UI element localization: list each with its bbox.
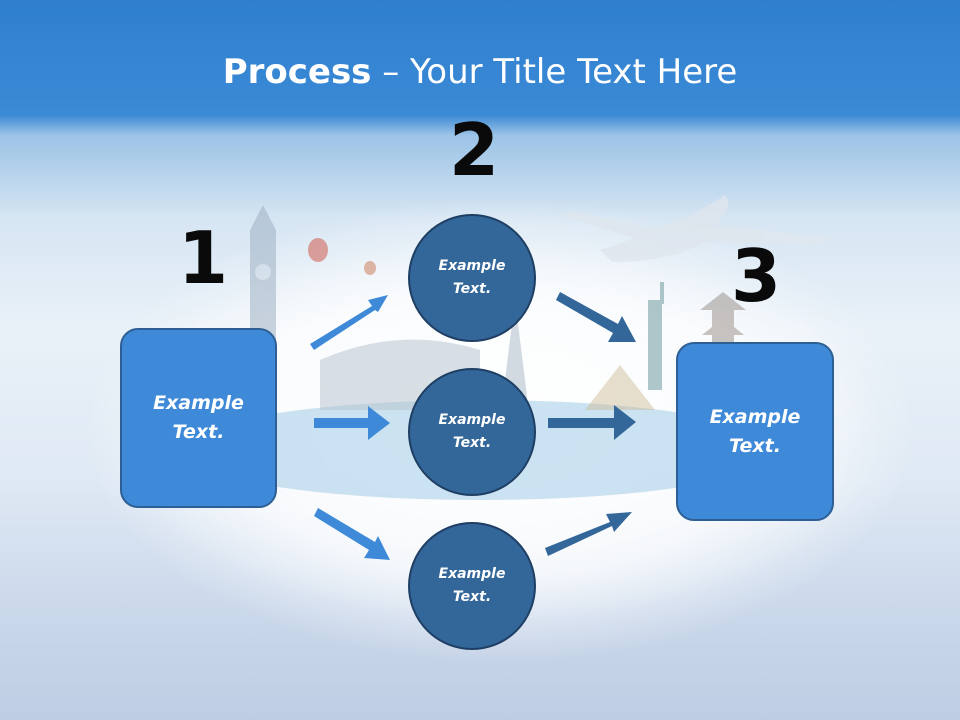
circle-top-label: Example Text.	[438, 258, 506, 297]
title-rest: – Your Title Text Here	[371, 52, 738, 92]
circle-bottom[interactable]: Example Text.	[408, 522, 536, 650]
right-box-label: Example Text.	[709, 405, 801, 457]
airplane-icon	[560, 195, 830, 262]
right-box[interactable]: Example Text.	[676, 342, 834, 521]
step-number-3: 3	[731, 234, 782, 318]
balloon-icon	[308, 238, 376, 275]
circle-middle[interactable]: Example Text.	[408, 368, 536, 496]
arrow-from-bottom-circle	[545, 512, 632, 556]
step-number-2: 2	[449, 108, 500, 192]
left-box[interactable]: Example Text.	[120, 328, 277, 508]
slide-title: Process – Your Title Text Here	[0, 52, 960, 92]
arrow-to-middle-circle	[314, 406, 390, 440]
circle-top[interactable]: Example Text.	[408, 214, 536, 342]
step-number-1: 1	[178, 216, 229, 300]
circle-bottom-label: Example Text.	[438, 566, 506, 605]
pyramid-icon	[585, 365, 655, 410]
statue-icon	[648, 282, 664, 390]
arrows-from-left	[310, 295, 390, 560]
arrow-to-top-circle	[310, 295, 388, 350]
arrow-from-top-circle	[556, 292, 636, 342]
left-box-label: Example Text.	[153, 392, 244, 443]
arrow-from-middle-circle	[548, 405, 636, 440]
arrows-to-right	[545, 292, 636, 556]
circle-middle-label: Example Text.	[438, 412, 506, 451]
title-bold: Process	[222, 52, 372, 92]
arrow-to-bottom-circle	[314, 508, 390, 560]
